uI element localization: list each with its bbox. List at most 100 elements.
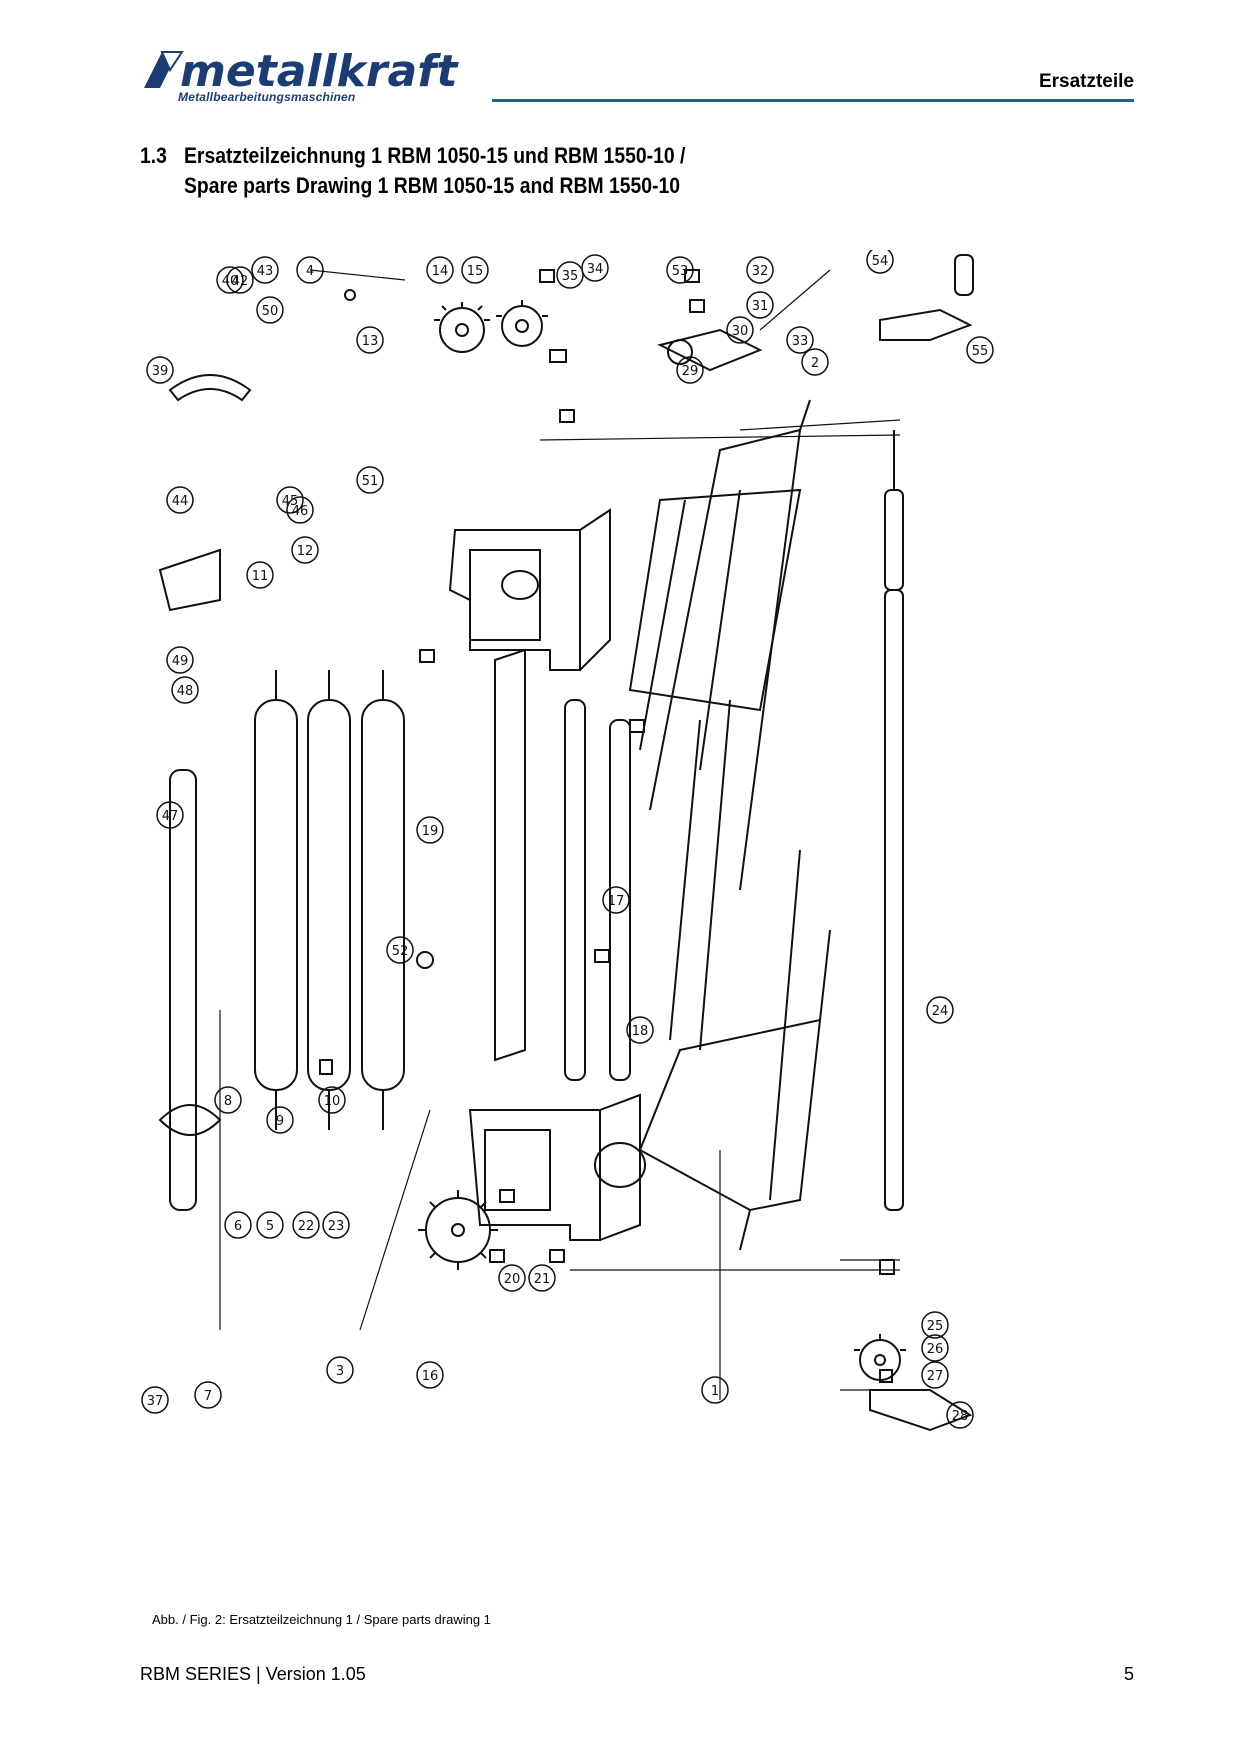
balloon-49: 49 bbox=[166, 646, 194, 674]
part-number-label: 13 bbox=[362, 334, 379, 349]
part-number-label: 29 bbox=[682, 364, 699, 379]
part-number-label: 52 bbox=[392, 944, 409, 959]
balloon-20: 20 bbox=[498, 1264, 526, 1292]
part-number-label: 47 bbox=[162, 809, 179, 824]
part-number-label: 23 bbox=[328, 1219, 345, 1234]
balloon-54: 54 bbox=[866, 250, 894, 274]
part-number-label: 22 bbox=[298, 1219, 315, 1234]
part-number-label: 53 bbox=[672, 264, 689, 279]
part-number-label: 55 bbox=[972, 344, 989, 359]
balloon-30: 30 bbox=[726, 316, 754, 344]
part-number-label: 21 bbox=[534, 1272, 551, 1287]
part-number-label: 43 bbox=[257, 264, 274, 279]
segment-30 bbox=[657, 328, 763, 372]
logo-tagline: Metallbearbeitungsmaschinen bbox=[178, 90, 356, 104]
section-title-de: Ersatzteilzeichnung 1 RBM 1050-15 und RB… bbox=[184, 143, 686, 168]
part-number-label: 26 bbox=[927, 1342, 944, 1357]
balloon-25: 25 bbox=[921, 1311, 949, 1339]
balloon-10: 10 bbox=[318, 1086, 346, 1114]
balloon-5: 5 bbox=[256, 1211, 284, 1239]
balloon-3: 3 bbox=[326, 1356, 354, 1384]
part-number-label: 48 bbox=[177, 684, 194, 699]
part-number-label: 31 bbox=[752, 299, 769, 314]
balloon-14: 14 bbox=[426, 256, 454, 284]
balloon-29: 29 bbox=[676, 356, 704, 384]
balloon-40: 40 bbox=[216, 266, 244, 294]
balloon-48: 48 bbox=[171, 676, 199, 704]
part-number-label: 6 bbox=[234, 1219, 242, 1234]
guide-shafts-middle bbox=[494, 648, 631, 1081]
part-number-label: 46 bbox=[292, 504, 309, 519]
balloon-8: 8 bbox=[214, 1086, 242, 1114]
balloon-31: 31 bbox=[746, 291, 774, 319]
part-number-label: 50 bbox=[262, 304, 279, 319]
balloon-32: 32 bbox=[746, 256, 774, 284]
part-number-label: 7 bbox=[204, 1389, 212, 1404]
left-side-plate-bottom bbox=[468, 1093, 646, 1241]
balloon-44: 44 bbox=[166, 486, 194, 514]
left-side-plate-top bbox=[448, 508, 611, 671]
part-number-label: 54 bbox=[872, 254, 889, 269]
balloon-4: 4 bbox=[296, 256, 324, 284]
gear-16 bbox=[418, 1190, 498, 1270]
lever-55 bbox=[879, 254, 974, 341]
balloon-13: 13 bbox=[356, 326, 384, 354]
balloon-9: 9 bbox=[266, 1106, 294, 1134]
section-title-en: Spare parts Drawing 1 RBM 1050-15 and RB… bbox=[184, 173, 681, 198]
balloon-12: 12 bbox=[291, 536, 319, 564]
part-number-label: 44 bbox=[172, 494, 189, 509]
part-balloons: 1 2 3 4 5 6 7 8 9 10 11 12 13 14 15 16 1… bbox=[141, 250, 994, 1429]
part-number-label: 33 bbox=[792, 334, 809, 349]
part-number-label: 34 bbox=[587, 262, 604, 277]
part-number-label: 1 bbox=[711, 1384, 719, 1399]
balloon-33: 33 bbox=[786, 326, 814, 354]
part-number-label: 18 bbox=[632, 1024, 649, 1039]
balloon-16: 16 bbox=[416, 1361, 444, 1389]
figure-caption: Abb. / Fig. 2: Ersatzteilzeichnung 1 / S… bbox=[152, 1612, 491, 1627]
part-number-label: 32 bbox=[752, 264, 769, 279]
part-number-label: 15 bbox=[467, 264, 484, 279]
rear-roller bbox=[361, 670, 405, 1130]
part-number-label: 5 bbox=[266, 1219, 274, 1234]
segment-39 bbox=[168, 374, 252, 402]
balloon-2: 2 bbox=[801, 348, 829, 376]
gear-15 bbox=[496, 300, 548, 347]
part-number-label: 30 bbox=[732, 324, 749, 339]
small-parts bbox=[319, 269, 895, 1383]
part-number-label: 37 bbox=[147, 1394, 164, 1409]
spare-parts-drawing: 1 2 3 4 5 6 7 8 9 10 11 12 13 14 15 16 1… bbox=[141, 250, 994, 1432]
part-number-label: 14 bbox=[432, 264, 449, 279]
part-number-label: 17 bbox=[608, 894, 625, 909]
part-number-label: 28 bbox=[952, 1409, 969, 1424]
lower-roller bbox=[307, 670, 351, 1130]
balloon-6: 6 bbox=[224, 1211, 252, 1239]
upper-roller bbox=[254, 670, 298, 1130]
part-number-label: 11 bbox=[252, 569, 269, 584]
part-number-label: 40 bbox=[222, 274, 239, 289]
balloon-15: 15 bbox=[461, 256, 489, 284]
balloon-47: 47 bbox=[156, 801, 184, 829]
part-number-label: 35 bbox=[562, 269, 579, 284]
balloon-27: 27 bbox=[921, 1361, 949, 1389]
part-number-label: 8 bbox=[224, 1094, 232, 1109]
part-number-label: 39 bbox=[152, 364, 169, 379]
logo-wordmark: metallkraft bbox=[180, 46, 459, 97]
leader-lines bbox=[219, 269, 901, 1400]
balloon-37: 37 bbox=[141, 1386, 169, 1414]
part-number-label: 3 bbox=[336, 1364, 344, 1379]
footer-version: RBM SERIES | Version 1.05 bbox=[140, 1664, 366, 1684]
balloon-52: 52 bbox=[386, 936, 414, 964]
balloon-28: 28 bbox=[946, 1401, 974, 1429]
balloon-1: 1 bbox=[701, 1376, 729, 1404]
balloon-34: 34 bbox=[581, 254, 609, 282]
balloon-46: 46 bbox=[286, 496, 314, 524]
balloon-7: 7 bbox=[194, 1381, 222, 1409]
balloon-21: 21 bbox=[528, 1264, 556, 1292]
balloon-18: 18 bbox=[626, 1016, 654, 1044]
part-number-label: 25 bbox=[927, 1319, 944, 1334]
page-number: 5 bbox=[1123, 1664, 1134, 1684]
part-number-label: 49 bbox=[172, 654, 189, 669]
drive-shaft-right bbox=[884, 430, 904, 1211]
guide-rod-left bbox=[169, 769, 197, 1211]
